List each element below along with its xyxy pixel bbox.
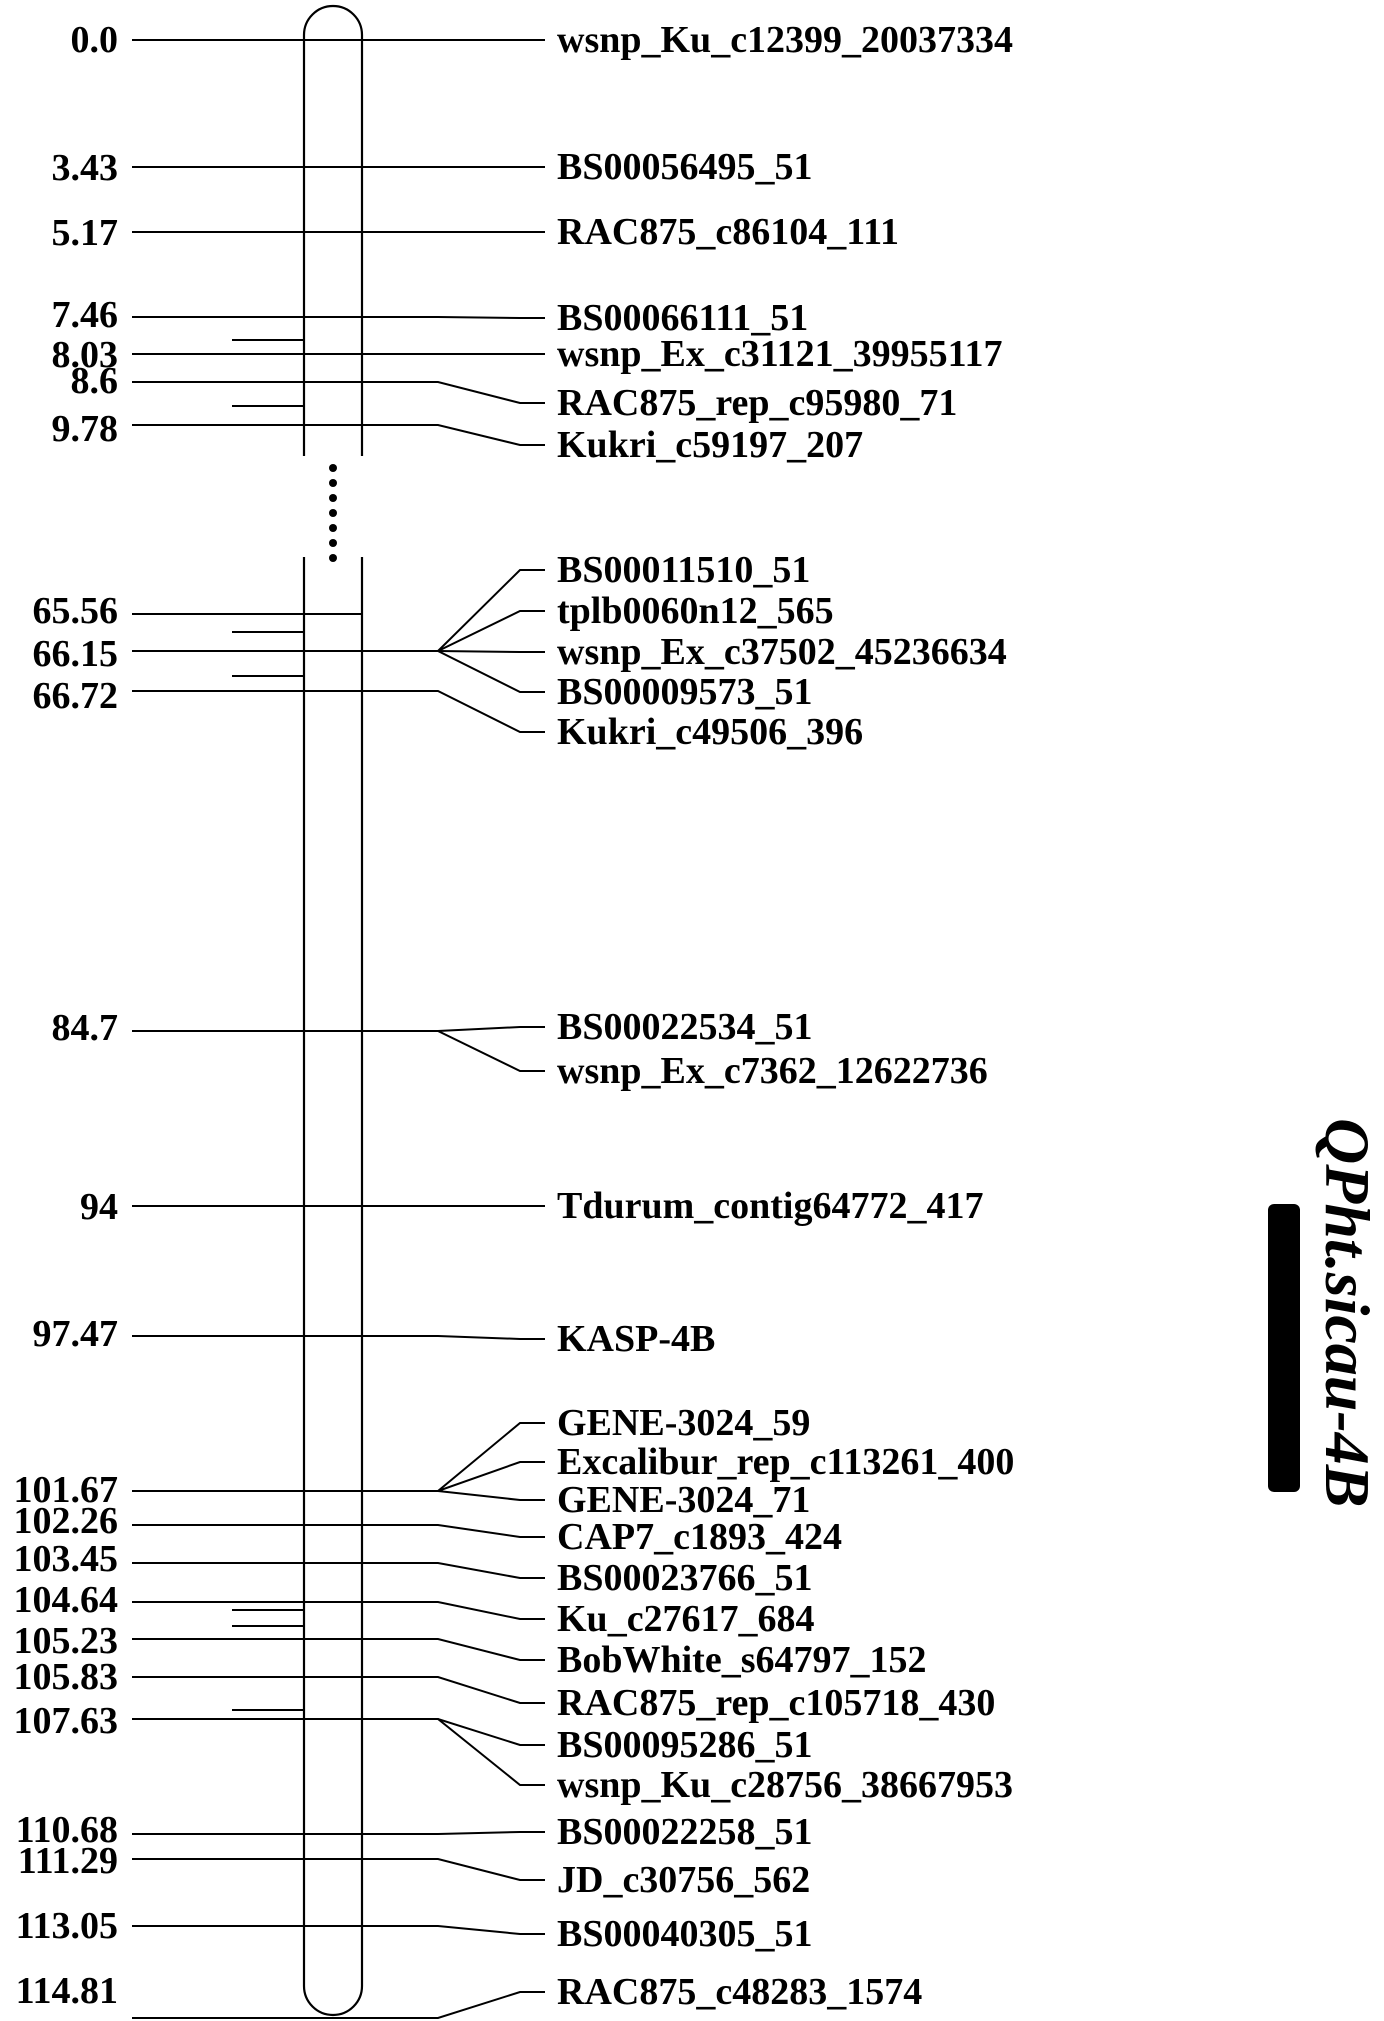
marker-label: wsnp_Ex_c31121_39955117: [557, 333, 1003, 375]
position-label: 7.46: [52, 294, 119, 336]
position-label: 114.81: [16, 1970, 118, 2012]
position-label: 101.67: [14, 1469, 119, 1511]
position-label: 111.29: [18, 1840, 118, 1882]
position-label: 97.47: [33, 1313, 119, 1355]
marker-connector: [362, 1638, 545, 1661]
marker-connector: [362, 1601, 545, 1620]
marker-label: GENE-3024_71: [557, 1479, 810, 1521]
marker-label: Tdurum_contig64772_417: [557, 1185, 983, 1227]
marker-label: JD_c30756_562: [557, 1859, 810, 1901]
marker-connector: [362, 1422, 545, 1492]
marker-label: BS00022534_51: [557, 1006, 812, 1048]
marker-connector: [362, 1562, 545, 1579]
position-label: 84.7: [52, 1007, 119, 1049]
marker-label: BS00056495_51: [557, 146, 812, 188]
marker-label: RAC875_rep_c105718_430: [557, 1682, 995, 1724]
chromosome-break-dots: [329, 464, 337, 562]
qtl-interval-bar: [1268, 1204, 1300, 1492]
marker-label: wsnp_Ex_c7362_12622736: [557, 1050, 988, 1092]
marker-label: BS00011510_51: [557, 549, 810, 591]
marker-connectors: [362, 39, 545, 2019]
position-label: 113.05: [16, 1905, 118, 1947]
position-label: 103.45: [14, 1538, 119, 1580]
marker-label: RAC875_c48283_1574: [557, 1971, 922, 2013]
marker-connector: [362, 1335, 545, 1340]
marker-label: wsnp_Ku_c28756_38667953: [557, 1764, 1013, 1806]
position-labels: 0.0 3.43 5.17 7.468.038.6 9.78 65.5666.1566.7…: [14, 19, 119, 2012]
marker-label: KASP-4B: [557, 1318, 715, 1360]
position-label: 94: [80, 1186, 118, 1228]
marker-connector: [362, 1858, 545, 1881]
marker-label: BS00009573_51: [557, 671, 812, 713]
marker-label: tplb0060n12_565: [557, 590, 834, 632]
position-label: 66.72: [33, 675, 119, 717]
position-label: 105.83: [14, 1656, 119, 1698]
position-label: 104.64: [14, 1579, 119, 1621]
marker-label: Kukri_c49506_396: [557, 711, 863, 753]
marker-connector: [362, 1925, 545, 1935]
marker-label: Ku_c27617_684: [557, 1598, 815, 1640]
position-label: 107.63: [14, 1700, 119, 1742]
marker-label: BS00066111_51: [557, 297, 808, 339]
marker-connector: [362, 1676, 545, 1704]
marker-connector: [362, 690, 545, 733]
position-label: 3.43: [52, 147, 119, 189]
marker-connector: [362, 569, 545, 652]
marker-connector: [362, 1461, 545, 1492]
marker-label: wsnp_Ku_c12399_20037334: [557, 19, 1013, 61]
chromosome-lower-segment: [302, 557, 364, 2017]
position-label: 105.23: [14, 1620, 119, 1662]
marker-label: BobWhite_s64797_152: [557, 1639, 926, 1681]
marker-connector: [362, 316, 545, 319]
marker-connector: [362, 1991, 545, 2019]
marker-connector: [362, 610, 545, 652]
marker-label: Excalibur_rep_c113261_400: [557, 1441, 1014, 1483]
position-label: 9.78: [52, 408, 119, 450]
marker-connector: [362, 1524, 545, 1538]
position-label: 65.56: [33, 590, 119, 632]
marker-label: RAC875_rep_c95980_71: [557, 382, 957, 424]
marker-label: GENE-3024_59: [557, 1402, 810, 1444]
marker-label: BS00040305_51: [557, 1913, 812, 1955]
marker-labels: wsnp_Ku_c12399_20037334BS00056495_51RAC8…: [557, 19, 1014, 2013]
marker-connector: [362, 650, 545, 693]
qtl-label: QPht.sicau-4B: [1312, 1118, 1383, 1507]
marker-connector: [362, 1030, 545, 1072]
position-ticks: [132, 39, 362, 2019]
marker-label: Kukri_c59197_207: [557, 424, 863, 466]
marker-label: RAC875_c86104_111: [557, 211, 899, 253]
marker-label: CAP7_c1893_424: [557, 1516, 842, 1558]
marker-label: BS00022258_51: [557, 1811, 812, 1853]
position-label: 102.26: [14, 1500, 119, 1542]
marker-connector: [362, 381, 545, 404]
marker-connector: [362, 424, 545, 446]
position-label: 8.03: [52, 334, 119, 376]
marker-connector: [362, 1718, 545, 1786]
marker-connector: [362, 1490, 545, 1501]
position-label: 110.68: [16, 1809, 118, 1851]
marker-label: wsnp_Ex_c37502_45236634: [557, 631, 1007, 673]
position-label: 0.0: [71, 19, 119, 61]
position-label: 66.15: [33, 633, 119, 675]
marker-label: BS00023766_51: [557, 1557, 812, 1599]
position-label: 5.17: [52, 212, 119, 254]
marker-label: BS00095286_51: [557, 1724, 812, 1766]
marker-connector: [362, 1831, 545, 1835]
position-label: 8.6: [71, 360, 119, 402]
